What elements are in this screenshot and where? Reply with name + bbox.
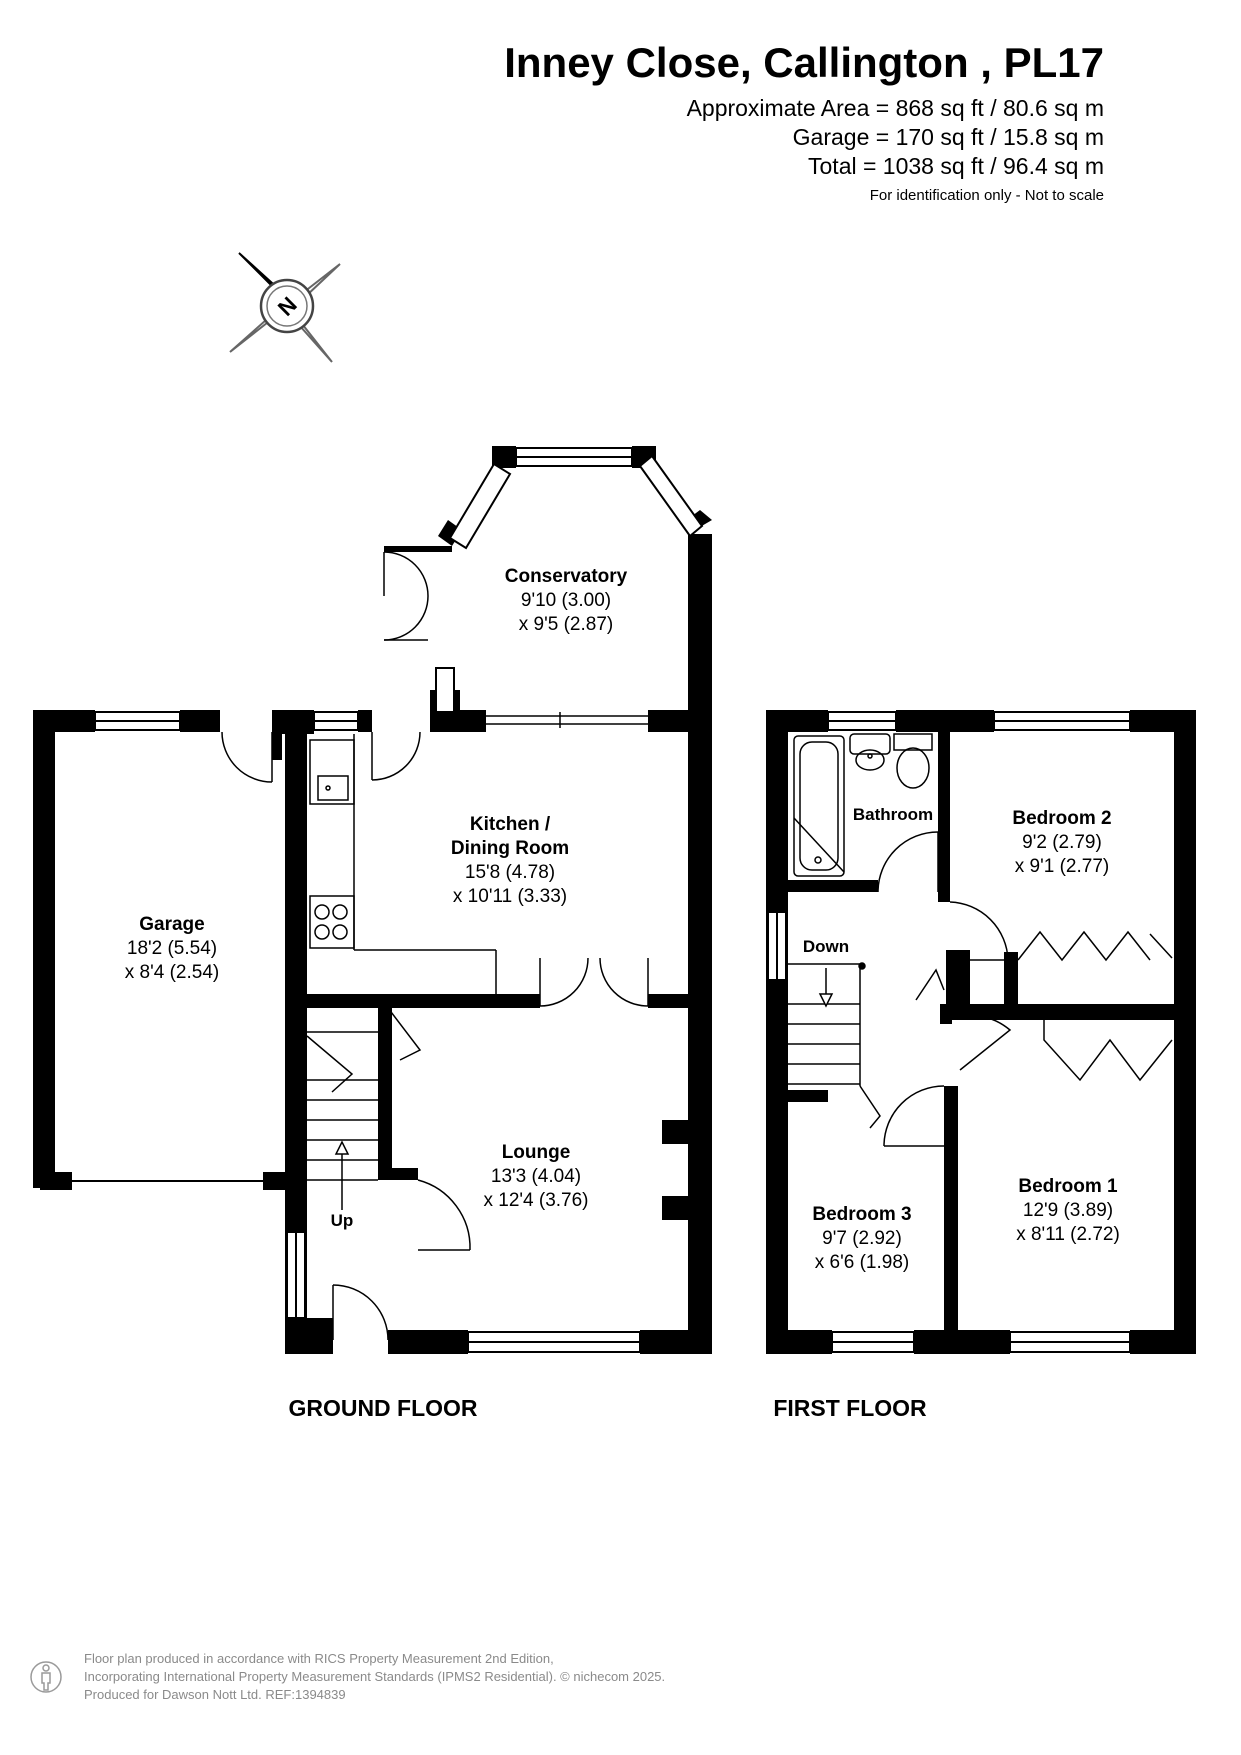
plan-footer: Floor plan produced in accordance with R… (84, 1650, 665, 1704)
approximate-area: Approximate Area = 868 sq ft / 80.6 sq m (686, 95, 1104, 121)
lounge-dim1: 13'3 (4.04) (491, 1166, 581, 1187)
ground-floor-walls (33, 446, 712, 1354)
garage-dim2: x 8'4 (2.54) (125, 962, 219, 983)
garage-dim1: 18'2 (5.54) (127, 938, 217, 959)
kitchen-dim1: 15'8 (4.78) (465, 862, 555, 883)
garage-name: Garage (139, 914, 204, 935)
plan-header: Inney Close, Callington , PL17 Approxima… (504, 38, 1104, 209)
bedroom1-name: Bedroom 1 (1018, 1176, 1118, 1197)
bedroom2-dim2: x 9'1 (2.77) (1015, 856, 1109, 877)
first-floor-stairs (788, 962, 881, 1129)
stairs-up-label: Up (331, 1211, 354, 1230)
footer-line-1: Floor plan produced in accordance with R… (84, 1651, 554, 1666)
ground-floor-label: GROUND FLOOR (288, 1395, 477, 1421)
kitchen-name-line1: Kitchen / (470, 814, 551, 835)
bedroom1-dim1: 12'9 (3.89) (1023, 1200, 1113, 1221)
ground-floor-stairs (306, 1031, 378, 1210)
conservatory-dim1: 9'10 (3.00) (521, 590, 611, 611)
kitchen-units (309, 734, 497, 994)
first-floor-labels: Bathroom Bedroom 2 9'2 (2.79) x 9'1 (2.7… (773, 805, 1119, 1421)
bedroom1-dim2: x 8'11 (2.72) (1016, 1224, 1120, 1245)
total-area: Total = 1038 sq ft / 96.4 sq m (808, 153, 1104, 179)
bathroom-fixtures (793, 733, 933, 877)
lounge-name: Lounge (502, 1142, 571, 1163)
bedroom3-dim2: x 6'6 (1.98) (815, 1252, 909, 1273)
north-compass-icon: N (229, 252, 341, 363)
first-floor-walls (766, 710, 1196, 1354)
first-floor-doors (877, 831, 1173, 1147)
conservatory-sliding-door (486, 712, 648, 728)
kitchen-dim2: x 10'11 (3.33) (453, 886, 567, 907)
conservatory-dim2: x 9'5 (2.87) (519, 614, 613, 635)
bathroom-name: Bathroom (853, 805, 933, 824)
footer-line-3: Produced for Dawson Nott Ltd. REF:139483… (84, 1687, 346, 1702)
footer-line-2: Incorporating International Property Mea… (84, 1669, 666, 1684)
kitchen-name-line2: Dining Room (451, 838, 569, 859)
first-floor-label: FIRST FLOOR (773, 1395, 927, 1421)
stairs-down-label: Down (803, 937, 849, 956)
person-scale-icon (30, 1661, 62, 1693)
lounge-dim2: x 12'4 (3.76) (483, 1190, 588, 1211)
first-floor-windows (767, 711, 1131, 1353)
bedroom2-dim1: 9'2 (2.79) (1022, 832, 1102, 853)
property-title: Inney Close, Callington , PL17 (504, 39, 1104, 86)
bedroom3-name: Bedroom 3 (812, 1204, 911, 1225)
bedroom3-dim1: 9'7 (2.92) (822, 1228, 902, 1249)
conservatory-name: Conservatory (505, 566, 628, 587)
bedroom2-name: Bedroom 2 (1012, 808, 1111, 829)
garage-area: Garage = 170 sq ft / 15.8 sq m (792, 124, 1104, 150)
ground-floor-doors (221, 551, 649, 1341)
scale-note: For identification only - Not to scale (869, 187, 1104, 204)
ground-floor-windows (94, 447, 704, 1353)
ground-floor-labels: Conservatory 9'10 (3.00) x 9'5 (2.87) Ki… (125, 566, 628, 1421)
